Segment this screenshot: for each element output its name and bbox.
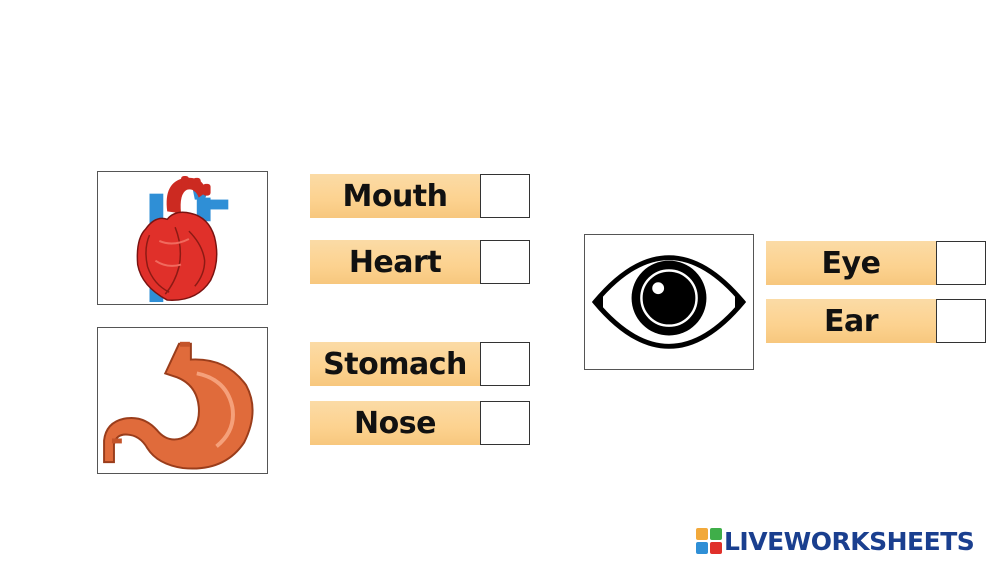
checkbox-eye[interactable] xyxy=(936,241,986,285)
option-mouth[interactable]: Mouth xyxy=(310,174,480,218)
option-stomach[interactable]: Stomach xyxy=(310,342,480,386)
option-nose[interactable]: Nose xyxy=(310,401,480,445)
brand-name: LIVEWORKSHEETS xyxy=(724,526,975,556)
option-heart[interactable]: Heart xyxy=(310,240,480,284)
eye-image xyxy=(584,234,754,370)
heart-illustration xyxy=(136,175,229,303)
liveworksheets-logo-icon xyxy=(696,528,722,554)
option-ear[interactable]: Ear xyxy=(766,299,936,343)
checkbox-mouth[interactable] xyxy=(480,174,530,218)
stomach-image xyxy=(97,327,268,474)
heart-image xyxy=(97,171,268,305)
checkbox-nose[interactable] xyxy=(480,401,530,445)
eye-illustration xyxy=(591,255,747,349)
stomach-illustration xyxy=(103,341,254,470)
checkbox-heart[interactable] xyxy=(480,240,530,284)
checkbox-stomach[interactable] xyxy=(480,342,530,386)
liveworksheets-logo[interactable]: LIVEWORKSHEETS xyxy=(696,526,975,556)
checkbox-ear[interactable] xyxy=(936,299,986,343)
option-eye[interactable]: Eye xyxy=(766,241,936,285)
